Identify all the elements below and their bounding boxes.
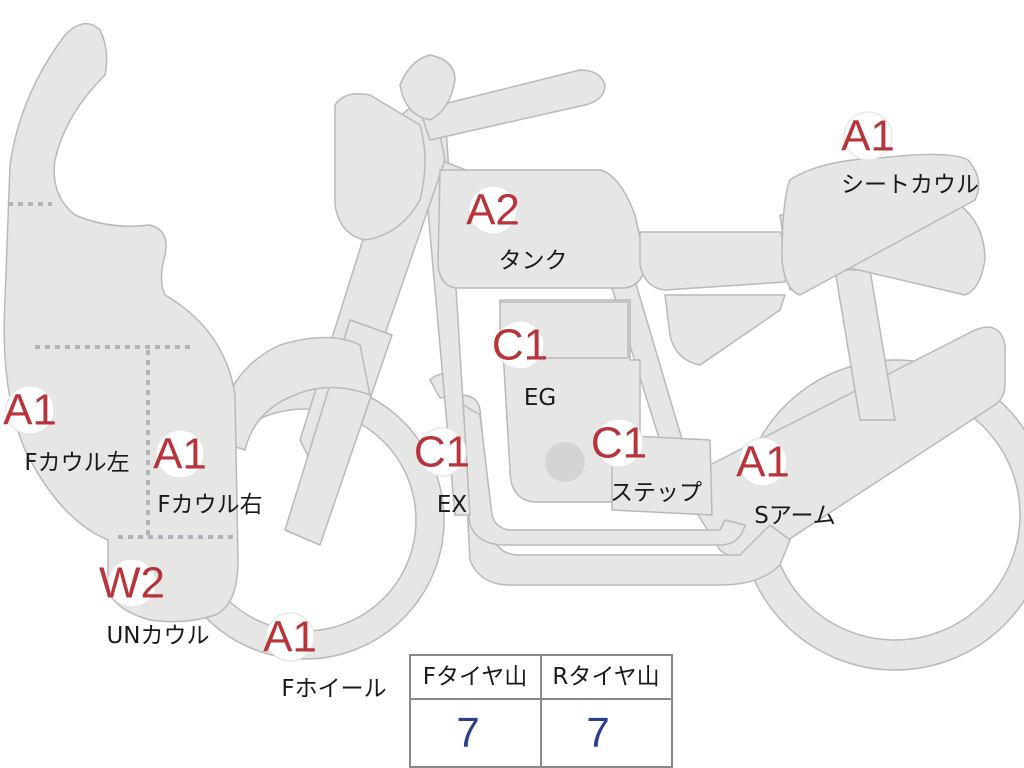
side-cover	[664, 294, 786, 366]
grade-f-wheel: A1	[263, 613, 317, 662]
grade-f-cowl-right: A1	[153, 430, 207, 479]
label-un-cowl: UNカウル	[106, 623, 209, 649]
grade-eg: C1	[492, 321, 548, 370]
badge-ex: C1 EX	[414, 427, 470, 518]
label-s-arm: Sアーム	[754, 503, 836, 529]
headlight-housing	[334, 93, 426, 241]
badge-un-cowl: W2 UNカウル	[99, 558, 210, 649]
rear-tire-header: Rタイヤ山	[552, 664, 659, 690]
badge-tank: A2 タンク	[466, 185, 568, 274]
badge-f-wheel: A1 Fホイール	[263, 612, 387, 702]
badge-f-cowl-right: A1 Fカウル右	[153, 429, 263, 518]
seat	[639, 231, 788, 291]
front-tire-header: Fタイヤ山	[423, 664, 528, 690]
badge-eg: C1 EG	[492, 320, 556, 411]
label-ex: EX	[437, 492, 468, 518]
badge-s-arm: A1 Sアーム	[736, 437, 836, 529]
label-tank: タンク	[499, 248, 568, 274]
label-step: ステップ	[610, 480, 702, 506]
badge-f-cowl-left: A1 Fカウル左	[3, 385, 130, 476]
grade-f-cowl-left: A1	[3, 386, 57, 435]
front-fender	[214, 336, 371, 451]
tire-tread-table: Fタイヤ山 Rタイヤ山 7 7	[409, 654, 673, 768]
label-eg: EG	[524, 385, 556, 411]
engine-cover	[545, 442, 585, 482]
front-cowl	[3, 22, 239, 623]
grade-step: C1	[591, 419, 647, 468]
label-f-cowl-left: Fカウル左	[24, 450, 129, 476]
badge-seat-cowl: A1 シートカウル	[841, 111, 979, 198]
grade-un-cowl: W2	[99, 559, 165, 608]
rear-tire-value: 7	[586, 709, 609, 756]
front-tire-value: 7	[456, 709, 479, 756]
label-seat-cowl: シートカウル	[841, 172, 979, 198]
mirror	[399, 54, 456, 121]
badge-step: C1 ステップ	[591, 418, 702, 506]
exhaust-pipe-upper	[454, 399, 746, 546]
grade-ex: C1	[414, 428, 470, 477]
grade-tank: A2	[466, 186, 520, 235]
grade-s-arm: A1	[736, 438, 790, 487]
grade-seat-cowl: A1	[841, 112, 895, 161]
label-f-cowl-right: Fカウル右	[157, 492, 262, 518]
label-f-wheel: Fホイール	[281, 676, 386, 702]
handlebar	[419, 69, 606, 141]
